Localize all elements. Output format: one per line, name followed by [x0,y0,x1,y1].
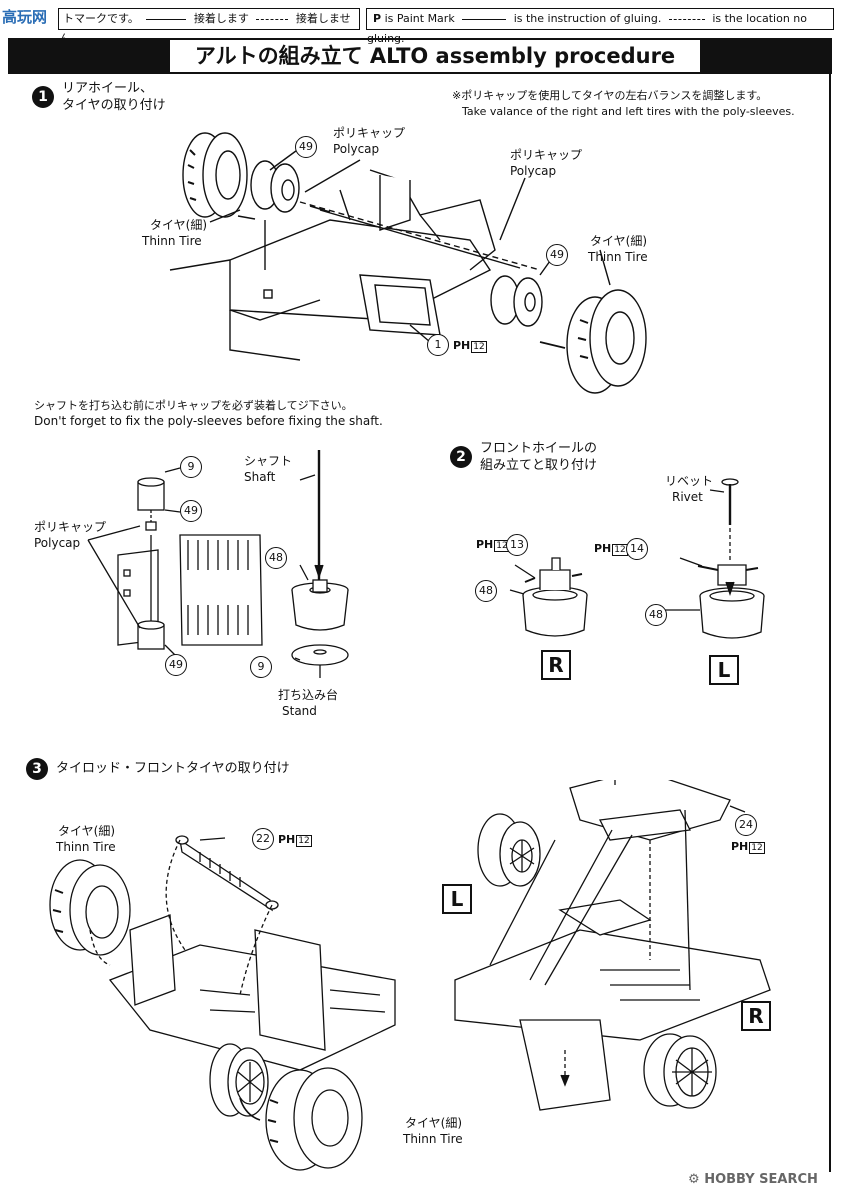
step-3-number: 3 [26,758,48,780]
frame-line [829,72,831,1172]
watermark-text: HOBBY SEARCH [704,1172,818,1187]
step-3-title: タイロッド・フロントタイヤの取り付け [56,761,290,776]
step-1-number: 1 [32,86,54,108]
stand-label-jp: 打ち込み台 [278,688,339,702]
part-24-callout: 24 [735,814,757,836]
step-1-note-en: Take valance of the right and left tires… [462,105,795,118]
thin-tire-label-en: Thinn Tire [403,1132,463,1146]
thin-tire-label-jp: タイヤ(細) [590,234,648,248]
shaft-note-jp: シャフトを打ち込む前にポリキャップを必ず装着してジ下さい。 [34,399,353,412]
polycap-label-en: Polycap [34,536,81,550]
thin-tire-label-en: Thinn Tire [588,250,648,264]
polycap-label-jp: ポリキャップ [34,520,107,534]
header-bar: アルトの組み立て ALTO assembly procedure [8,38,832,74]
rear-wheel-assembly-drawing [169,132,647,394]
rivet-label-jp: リベット [665,474,714,488]
step-2-title-line2: 組み立てと取り付け [480,458,598,473]
part-48-callout: 48 [475,580,497,602]
right-side-badge: R [541,650,571,680]
step-2-title-line1: フロントホイールの [480,441,598,456]
part-49-callout: 49 [165,654,187,676]
part-22-callout: 22 [252,828,274,850]
shaft-note-en: Don't forget to fix the poly-sleeves bef… [34,414,383,428]
page-title: アルトの組み立て ALTO assembly procedure [194,44,676,68]
glue-arrow-icon [146,18,187,20]
legend-jp-paint: トマークです。 [63,12,139,25]
site-watermark: 高玩网 [2,8,48,26]
polycap-label-en: Polycap [333,142,380,156]
gear-icon: ⚙ [688,1172,700,1187]
thin-tire-label-en: Thinn Tire [142,234,202,248]
polycap-label-en: Polycap [510,164,557,178]
header-right-bar [700,40,830,72]
thin-tire-label-en: Thinn Tire [56,840,116,854]
shaft-label-jp: シャフト [244,454,293,468]
part-9-callout: 9 [180,456,202,478]
step-1-note-jp: ※ポリキャップを使用してタイヤの左右バランスを調整します。 [452,89,768,102]
tie-rod-assembly-drawing [49,780,771,1171]
step-1-title-line1: リアホイール、 [62,81,154,96]
left-side-badge: L [709,655,739,685]
legend-en-glue: is the instruction of gluing. [513,12,662,25]
shaft-label-en: Shaft [244,470,276,484]
part-49-callout: 49 [180,500,202,522]
thin-tire-label-jp: タイヤ(細) [58,824,116,838]
part-48-callout: 48 [645,604,667,626]
legend-jp-glue: 接着します [193,12,249,25]
legend-en-paint: is Paint Mark [384,12,455,25]
thin-tire-label-jp: タイヤ(細) [150,218,208,232]
part-9-callout: 9 [250,656,272,678]
step-1-title-line2: タイヤの取り付け [62,98,166,113]
noglue-arrow-icon [256,18,289,20]
part-49-callout: 49 [295,136,317,158]
paint-mark-icon: P [373,12,382,25]
part-13-callout: 13 [506,534,528,556]
legend-bar: 高玩网 トマークです。 接着します 接着しません P is Paint Mark… [0,6,850,45]
right-side-badge: R [741,1001,771,1031]
hobby-search-watermark: ⚙ HOBBY SEARCH [688,1172,818,1187]
part-49-callout: 49 [546,244,568,266]
polycap-label-jp: ポリキャップ [510,148,583,162]
legend-left-box: トマークです。 接着します 接着しません [58,8,360,45]
step-2-number: 2 [450,446,472,468]
part-1-callout: 1 [427,334,449,356]
header-left-bar [10,40,170,72]
part-48-callout: 48 [265,547,287,569]
shaft-fitting-drawing [87,450,349,678]
rivet-label-en: Rivet [672,490,703,504]
legend-right-box: P is Paint Mark is the instruction of gl… [366,8,834,45]
polycap-label-jp: ポリキャップ [333,126,406,140]
stand-label-en: Stand [282,704,317,718]
thin-tire-label-jp: タイヤ(細) [405,1116,463,1130]
front-wheel-assembly-drawing [509,478,765,639]
part-14-callout: 14 [626,538,648,560]
glue-arrow-icon [462,18,507,20]
noglue-arrow-icon [668,18,705,20]
left-side-badge: L [442,884,472,914]
